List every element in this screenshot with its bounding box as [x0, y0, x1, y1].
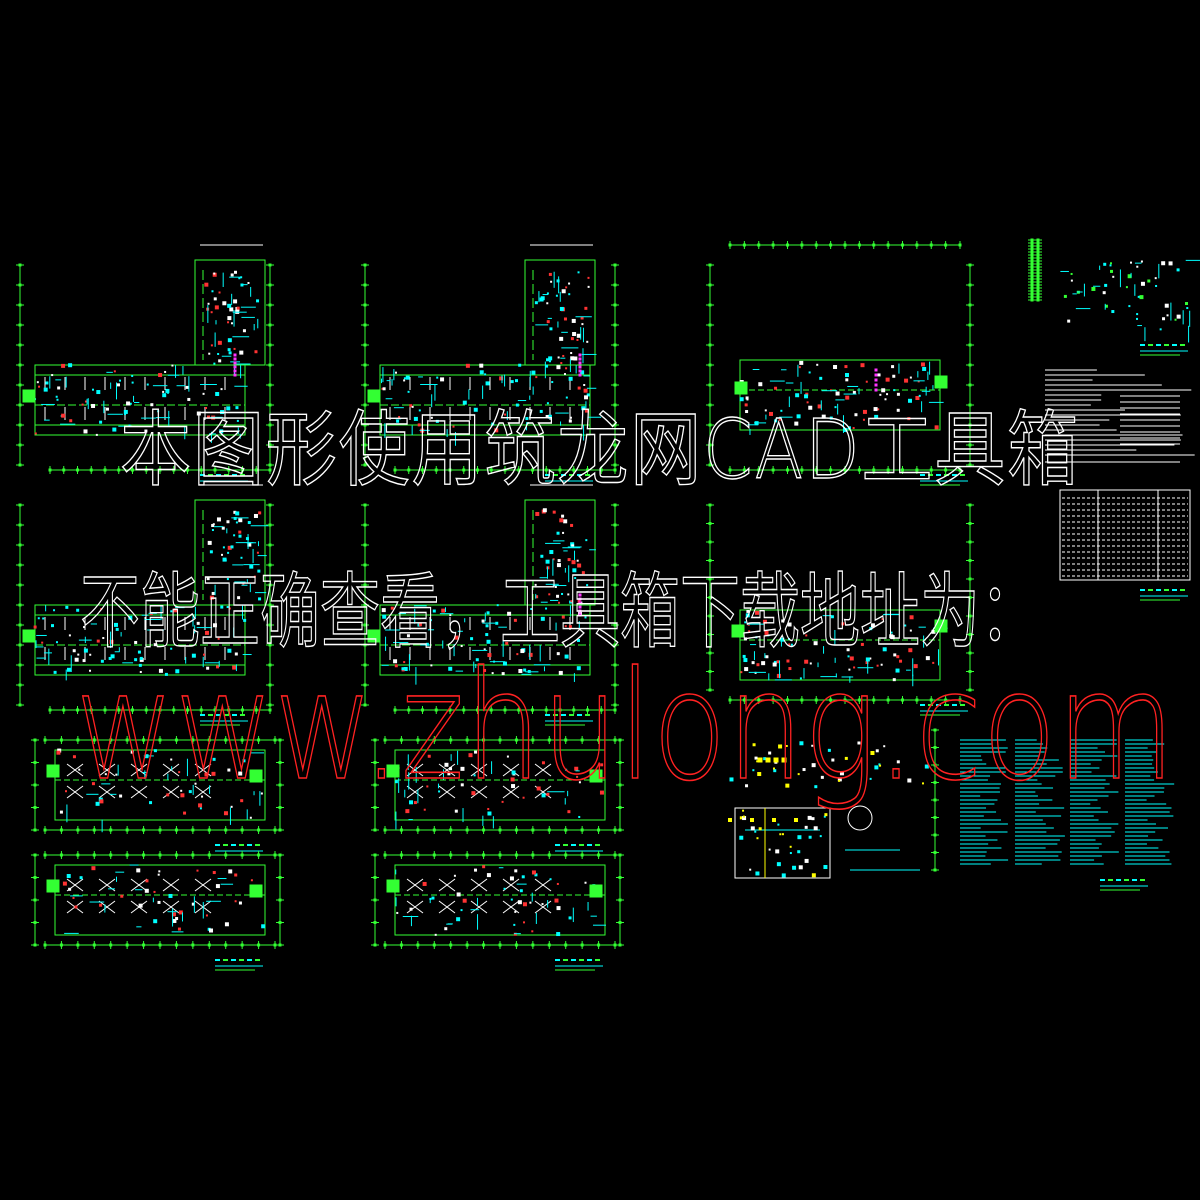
- strip-plan-2: [371, 736, 624, 856]
- system-diagram: [728, 741, 929, 879]
- plan-sheet-1: [16, 244, 274, 486]
- material-notes: [931, 728, 1175, 891]
- plan-sheet-5: [706, 241, 974, 486]
- strip-plan-4: [371, 851, 624, 971]
- plan-sheet-2: [361, 244, 619, 486]
- plan-sheet-3: [16, 484, 274, 726]
- plan-sheet-4: [361, 484, 619, 726]
- legend-table: [1059, 489, 1191, 601]
- pump-symbol: [847, 805, 873, 831]
- strip-plan-1: [31, 736, 284, 856]
- plan-sheet-6: [706, 503, 974, 716]
- design-notes-text: [1045, 369, 1195, 463]
- strip-plan-3: [31, 851, 284, 971]
- detail-sheet-top: [1028, 238, 1200, 356]
